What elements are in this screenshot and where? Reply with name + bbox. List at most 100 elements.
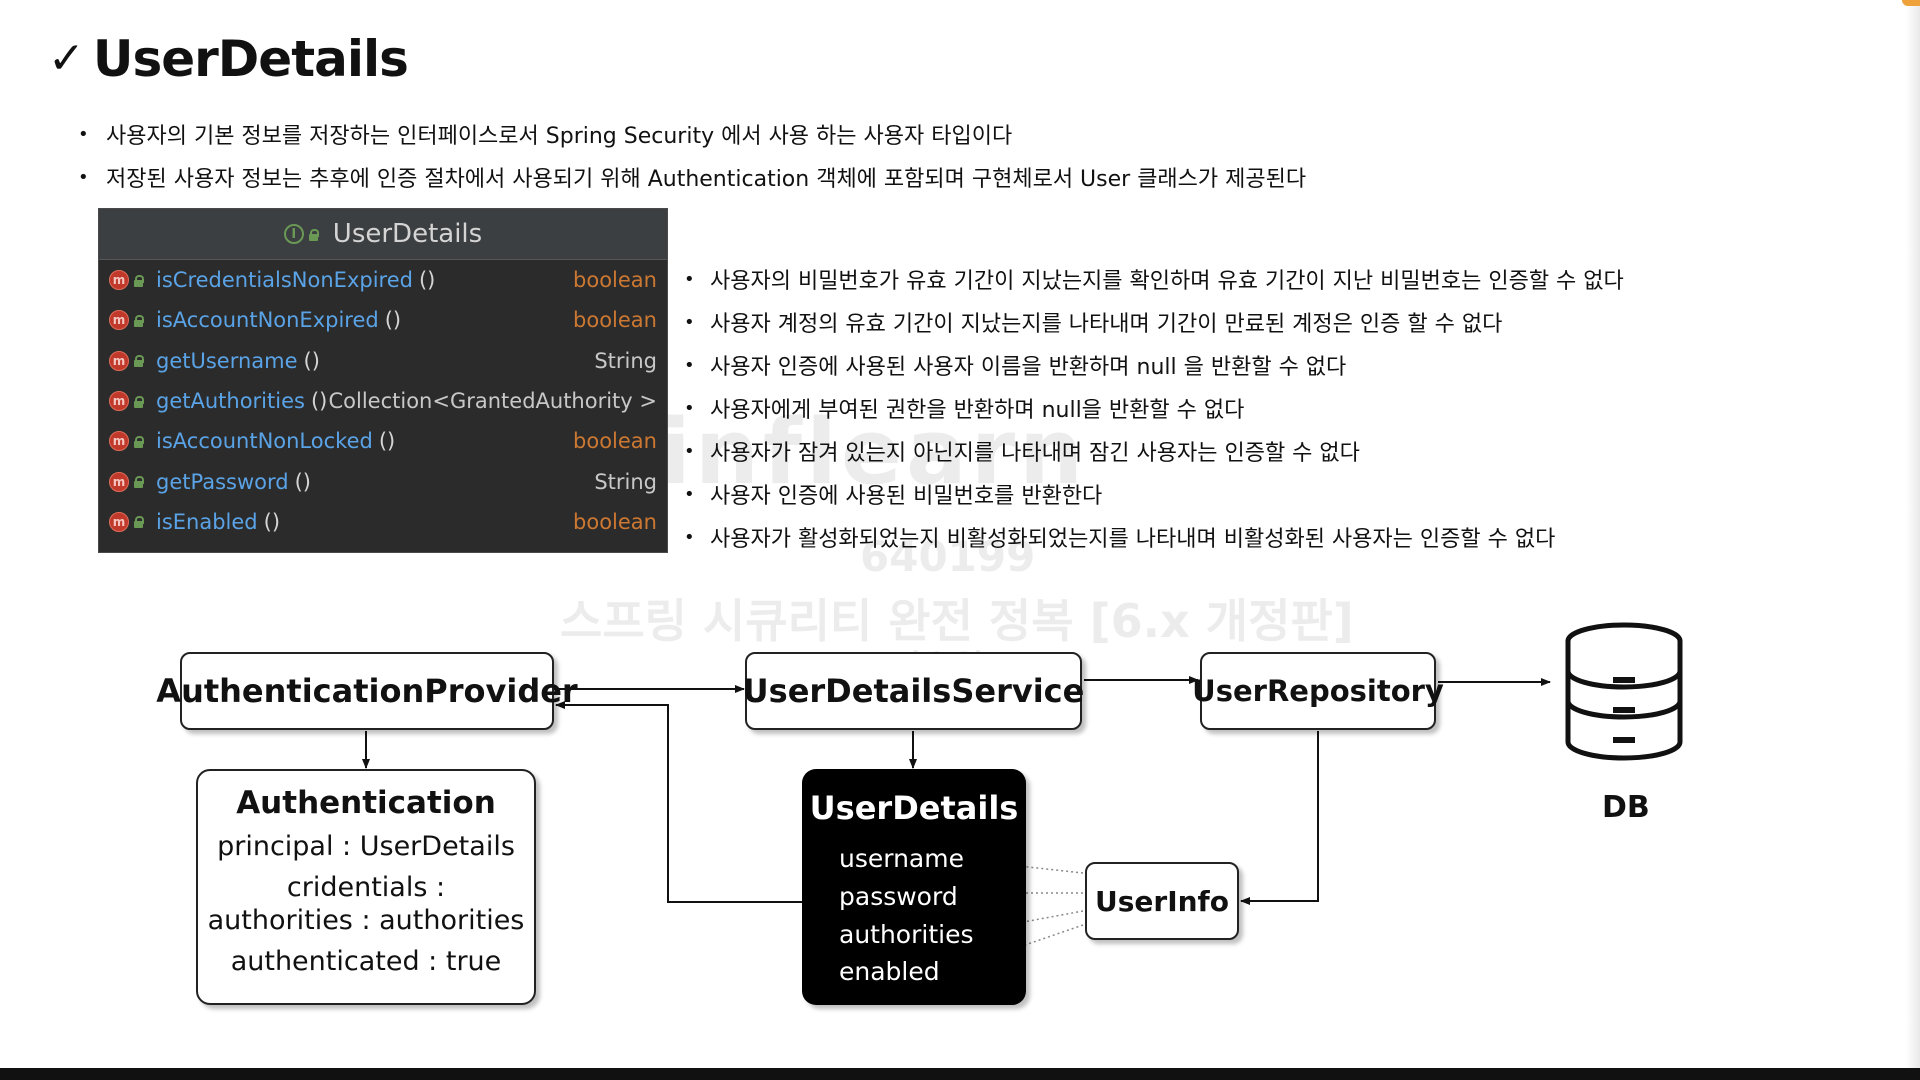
method-icon: m [109,270,129,291]
method-name: isAccountNonLocked [156,429,373,454]
method-return-type: String [594,469,657,494]
method-description: • 사용자 인증에 사용된 비밀번호를 반환한다 [684,478,1102,510]
ide-method-row[interactable]: m getAuthorities () Collection<GrantedAu… [99,381,667,421]
method-description: • 사용자의 비밀번호가 유효 기간이 지났는지를 확인하며 유효 기간이 지난… [684,263,1624,295]
bottom-bar [0,1068,1920,1080]
intro-bullet: • 저장된 사용자 정보는 추후에 인증 절차에서 사용되기 위해 Authen… [78,161,1306,193]
authentication-box: Authentication principal : UserDetails c… [196,769,536,1005]
method-icon: m [109,471,129,492]
method-return-type: String [594,348,657,373]
user-details-field: username [839,844,964,873]
method-icon: m [109,511,129,532]
authentication-provider-box: AuthenticationProvider [156,652,578,730]
arrow-userdetails-to-provider [555,701,802,903]
lock-icon [308,228,319,241]
ide-method-row[interactable]: m isAccountNonLocked () boolean [99,421,667,461]
method-params: () [263,509,281,534]
ide-structure-panel: I UserDetails m isCredentialsNonExpired … [98,208,668,553]
title-row: ✓ UserDetails [48,30,409,88]
method-description: • 사용자 인증에 사용된 사용자 이름을 반환하며 null 을 반환할 수 … [684,349,1346,381]
method-description-text: 사용자가 활성화되었는지 비활성화되었는지를 나타내며 비활성화된 사용자는 인… [710,527,1556,552]
user-repository-box: UserRepository [1192,652,1444,730]
db-label: DB [1602,790,1650,825]
method-description: • 사용자 계정의 유효 기간이 지났는지를 나타내며 기간이 만료된 계정은 … [684,306,1502,338]
interface-icon: I [283,224,304,244]
method-name: isAccountNonExpired [156,308,379,333]
method-return-type: boolean [573,308,657,333]
bullet-dot-icon: • [684,526,695,548]
intro-bullet: • 사용자의 기본 정보를 저장하는 인터페이스로서 Spring Securi… [78,118,1012,150]
authentication-credentials: cridentials : [286,871,446,903]
method-return-type: Collection<GrantedAuthority > [328,389,657,414]
ide-method-row[interactable]: m isAccountNonExpired () boolean [99,300,667,340]
lock-icon [133,435,144,448]
authentication-authorities: authorities : authorities [207,904,525,936]
method-name: getUsername [156,348,298,373]
bullet-dot-icon: • [78,166,89,188]
method-params: () [378,429,396,454]
watermark-id: 640199 [860,532,1036,581]
lock-icon [133,395,144,408]
bullet-dot-icon: • [684,354,695,376]
method-description: • 사용자에게 부여된 권한을 반환하며 null을 반환할 수 없다 [684,392,1244,424]
method-icon: m [109,310,129,331]
method-return-type: boolean [573,268,657,293]
method-description-text: 사용자 계정의 유효 기간이 지났는지를 나타내며 기간이 만료된 계정은 인증… [710,312,1503,337]
ide-method-row[interactable]: m isEnabled () boolean [99,502,667,542]
method-return-type: boolean [573,509,657,534]
watermark-course: 스프링 시큐리티 완전 정복 [6.x 개정판] [560,594,1354,648]
user-details-field: authorities [839,920,974,949]
database-icon [1565,622,1683,761]
method-description-text: 사용자의 비밀번호가 유효 기간이 지났는지를 확인하며 유효 기간이 지난 비… [710,269,1624,294]
method-description: • 사용자가 활성화되었는지 비활성화되었는지를 나타내며 비활성화된 사용자는… [684,521,1555,553]
intro-bullet-text: 저장된 사용자 정보는 추후에 인증 절차에서 사용되기 위해 Authenti… [106,167,1307,192]
method-description: • 사용자가 잠겨 있는지 아닌지를 나타내며 잠긴 사용자는 인증할 수 없다 [684,435,1360,467]
method-icon: m [109,431,129,452]
ide-method-row[interactable]: m getPassword () String [99,461,667,501]
method-params: () [310,389,328,414]
authentication-principal: principal : UserDetails [217,830,515,862]
bullet-dot-icon: • [684,311,695,333]
page-title: UserDetails [92,30,409,88]
ide-panel-header: I UserDetails [99,209,667,260]
user-details-title: UserDetails [809,789,1019,827]
method-description-text: 사용자에게 부여된 권한을 반환하며 null을 반환할 수 없다 [710,398,1245,423]
arrow-repository-to-userinfo [1240,731,1319,905]
bullet-dot-icon: • [684,397,695,419]
method-name: isCredentialsNonExpired [156,268,413,293]
bullet-dot-icon: • [684,483,695,505]
method-name: isEnabled [156,509,258,534]
bullet-dot-icon: • [78,123,89,145]
corner-accent [1902,0,1920,6]
method-name: getAuthorities [156,389,305,414]
method-name: getPassword [156,469,289,494]
lock-icon [133,516,144,529]
user-details-field: password [839,882,958,911]
user-details-box: UserDetails username password authoritie… [802,769,1026,1005]
method-icon: m [109,350,129,371]
user-details-field: enabled [839,957,940,986]
ide-method-row[interactable]: m isCredentialsNonExpired () boolean [99,260,667,300]
bullet-dot-icon: • [684,440,695,462]
method-params: () [294,469,311,494]
method-params: () [303,348,320,373]
bullet-dot-icon: • [684,268,695,290]
method-return-type: boolean [573,429,657,454]
lock-icon [133,274,144,287]
method-params: () [418,268,436,293]
method-params: () [384,308,402,333]
lock-icon [133,355,144,368]
method-description-text: 사용자 인증에 사용된 사용자 이름을 반환하며 null 을 반환할 수 없다 [710,355,1347,380]
authentication-authenticated: authenticated : true [230,945,502,977]
method-description-text: 사용자 인증에 사용된 비밀번호를 반환한다 [710,484,1103,509]
watermark-brand: inflearn [660,400,1088,505]
ide-panel-title: UserDetails [332,219,483,249]
ide-method-row[interactable]: m getUsername () String [99,341,667,381]
method-description-text: 사용자가 잠겨 있는지 아닌지를 나타내며 잠긴 사용자는 인증할 수 없다 [710,441,1360,466]
method-icon: m [109,391,129,412]
slide-edge-shadow [1906,0,1920,1068]
lock-icon [133,476,144,489]
user-details-service-box: UserDetailsService [743,652,1084,730]
check-icon: ✓ [48,33,85,84]
